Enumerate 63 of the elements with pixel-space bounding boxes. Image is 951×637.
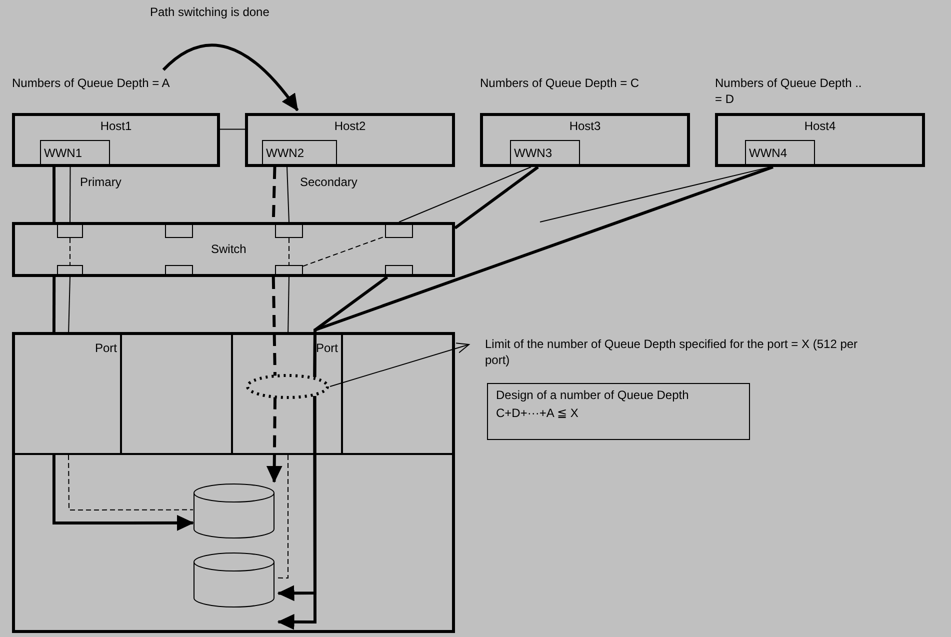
path-label: Secondary [300, 174, 358, 190]
wwn-box [40, 140, 110, 167]
switch-port-slot [165, 265, 193, 277]
node-caption: Numbers of Queue Depth = C [480, 75, 640, 91]
node-label: Port [316, 340, 338, 356]
connector-line [220, 128, 246, 130]
node-caption: Numbers of Queue Depth .. [715, 75, 863, 91]
storage-box [12, 332, 455, 633]
disk-cylinder [193, 552, 275, 607]
disk-cylinder [193, 483, 275, 540]
port-cell [233, 335, 343, 455]
node-label: C+D+···+A ≦ X [496, 405, 578, 421]
host-box [12, 113, 220, 167]
queue-ellipse [245, 373, 330, 400]
arrow [162, 44, 299, 112]
node-label: Port [94, 340, 117, 356]
connector-line [68, 454, 194, 510]
node-caption: Numbers of Queue Depth = A [12, 75, 171, 91]
host-box [245, 113, 455, 167]
connector-line [302, 236, 386, 267]
node-caption: = D [715, 91, 736, 107]
leader-arrow [330, 342, 470, 387]
port-cell [15, 335, 122, 455]
node-label: WWN1 [44, 145, 82, 161]
node-label: WWN3 [514, 145, 552, 161]
connector-line [288, 238, 290, 266]
wwn-box [262, 140, 337, 167]
connector-line [52, 277, 56, 335]
node-label: Host3 [568, 118, 602, 134]
switch-port-slot [385, 265, 413, 277]
path-label: Primary [80, 174, 122, 190]
edge-label: Path switching is done [150, 4, 270, 20]
wwn-box [745, 140, 815, 167]
connector-line [313, 166, 774, 378]
host-box [480, 113, 690, 167]
node-label: WWN4 [749, 145, 787, 161]
node-label: Host4 [803, 118, 837, 134]
connector-line [70, 166, 71, 222]
connector-line [272, 276, 276, 376]
host-box [715, 113, 925, 167]
switch-box [12, 222, 455, 277]
node-label: Host2 [333, 118, 367, 134]
arrow [52, 455, 194, 531]
wwn-box [510, 140, 580, 167]
connector-line [52, 167, 56, 222]
switch-port-slot [275, 222, 303, 238]
node-label: Design of a number of Queue Depth [496, 387, 689, 403]
node-label: Switch [211, 241, 246, 257]
arrow [266, 397, 282, 483]
switch-port-slot [57, 222, 83, 238]
connector-line [398, 166, 532, 222]
node-label: WWN2 [266, 145, 304, 161]
callout-text: Limit of the number of Queue Depth specified for the port = X (512 per port) [485, 336, 859, 368]
design-note-box [487, 383, 750, 440]
connector-line [454, 166, 539, 230]
switch-port-slot [275, 265, 303, 277]
port-cell [122, 335, 233, 455]
connector-line [540, 166, 771, 222]
switch-port-slot [57, 265, 83, 277]
switch-port-slot [165, 222, 193, 238]
node-label: Host1 [99, 118, 133, 134]
connector-line [286, 166, 290, 222]
switch-port-slot [385, 222, 413, 238]
